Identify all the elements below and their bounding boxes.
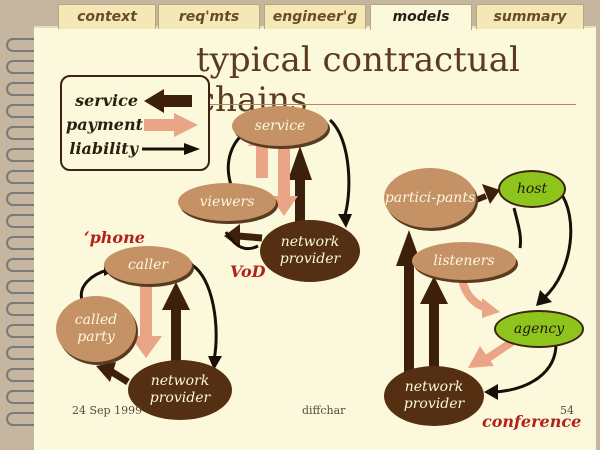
service-node: service — [232, 106, 328, 146]
tab-reqmts[interactable]: req'mts — [158, 4, 260, 29]
tab-models[interactable]: models — [370, 4, 472, 30]
footer-date: 24 Sep 1999 — [72, 404, 143, 417]
viewers-node: viewers — [178, 183, 276, 221]
phone-label: ‘phone — [84, 228, 145, 247]
legend-liability-label: liability — [69, 139, 138, 158]
page-number: 54 — [560, 404, 574, 417]
title-divider — [60, 104, 576, 105]
conference-label: conference — [482, 412, 582, 431]
tab-context[interactable]: context — [58, 4, 156, 29]
network-provider-phone-node: network provider — [128, 360, 232, 420]
network-provider-vod-node: network provider — [260, 220, 360, 282]
legend-box: service payment liability — [60, 75, 210, 171]
legend-arrows — [142, 89, 200, 155]
vod-label: VoD — [230, 262, 266, 281]
listeners-node: listeners — [412, 242, 516, 280]
host-node: host — [498, 170, 566, 208]
footer-center: diffchar — [302, 404, 346, 417]
agency-node: agency — [494, 310, 584, 348]
legend-service-label: service — [75, 91, 138, 110]
tab-summary[interactable]: summary — [476, 4, 584, 29]
caller-node: caller — [104, 246, 192, 284]
legend-payment-label: payment — [66, 115, 143, 134]
network-provider-conference-node: network provider — [384, 366, 484, 426]
tab-engineering[interactable]: engineer'g — [264, 4, 366, 29]
called-party-node: called party — [56, 296, 136, 362]
participants-node: partici-pants — [384, 168, 476, 228]
